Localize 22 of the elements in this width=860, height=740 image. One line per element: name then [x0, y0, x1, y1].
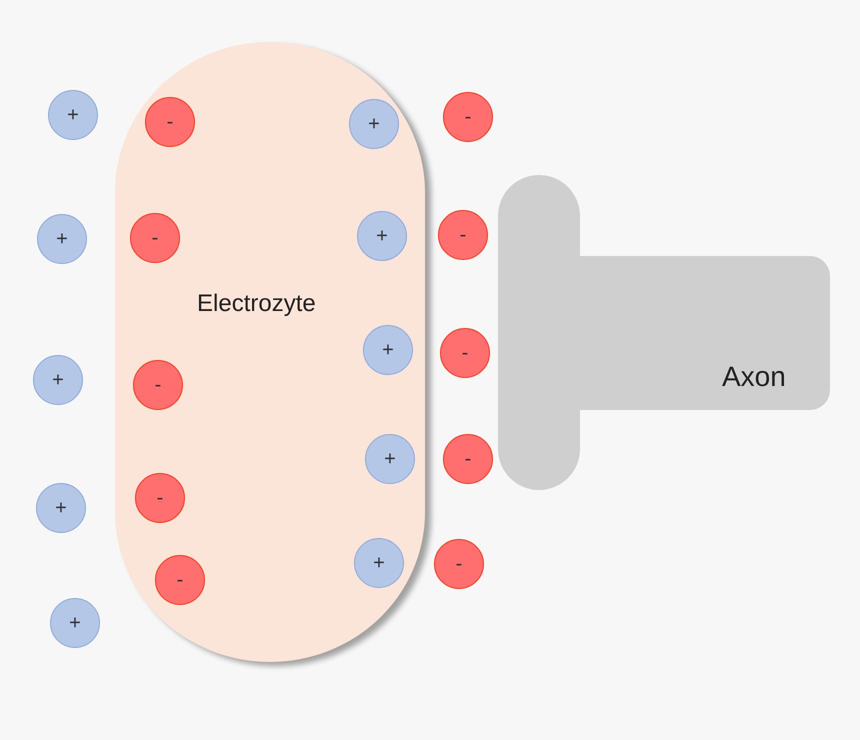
positive-ion: + — [357, 211, 407, 261]
negative-ion: - — [135, 473, 185, 523]
negative-ion: - — [438, 210, 488, 260]
negative-ion: - — [443, 92, 493, 142]
positive-ion: + — [363, 325, 413, 375]
negative-ion: - — [155, 555, 205, 605]
positive-ion: + — [36, 483, 86, 533]
positive-ion: + — [50, 598, 100, 648]
negative-ion: - — [443, 434, 493, 484]
negative-ion: - — [133, 360, 183, 410]
negative-ion: - — [130, 213, 180, 263]
axon-label: Axon — [722, 361, 786, 393]
negative-ion: - — [440, 328, 490, 378]
cell-label: Electrozyte — [197, 290, 316, 318]
positive-ion: + — [33, 355, 83, 405]
negative-ion: - — [434, 539, 484, 589]
positive-ion: + — [365, 434, 415, 484]
negative-ion: - — [145, 97, 195, 147]
positive-ion: + — [48, 90, 98, 140]
positive-ion: + — [354, 538, 404, 588]
positive-ion: + — [37, 214, 87, 264]
positive-ion: + — [349, 99, 399, 149]
